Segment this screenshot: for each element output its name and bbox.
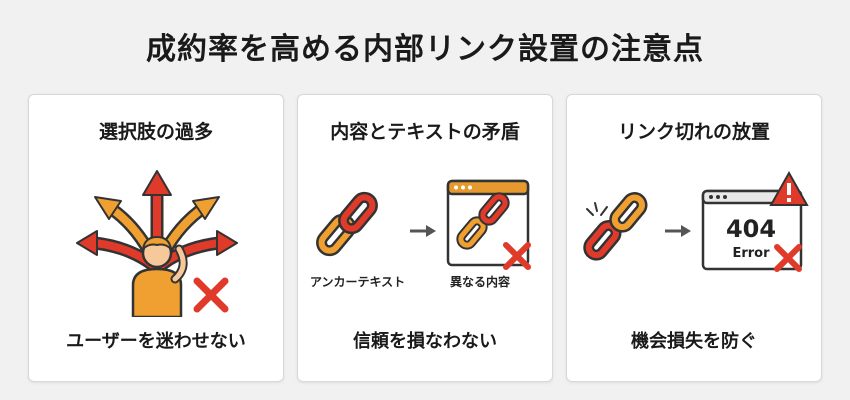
card-title-choice-overload: 選択肢の過多 [98,121,213,143]
error-code-text: 404 [726,215,776,243]
red-x-icon [193,277,229,313]
mismatch-illustration [316,179,531,270]
error-label-text: Error [732,246,770,261]
red-x-icon [774,244,802,272]
card-broken-link: リンク切れの放置 404 Error [566,94,822,382]
page-title: 成約率を高める内部リンク設置の注意点 [146,32,704,67]
card-content-mismatch: 内容とテキストの矛盾 [297,94,553,382]
card-title-broken-link: リンク切れの放置 [617,121,770,143]
broken-link-illustration: 404 Error [583,170,809,272]
card-footer-content-mismatch: 信頼を損なわない [353,331,497,352]
chain-link-icon [316,191,378,257]
card-choice-overload: 選択肢の過多 [28,94,284,382]
warning-triangle-icon [769,170,809,206]
arrow-right-icon [665,225,691,237]
card-title-content-mismatch: 内容とテキストの矛盾 [330,121,520,143]
confused-person-illustration [76,170,238,317]
broken-chain-icon [583,192,648,261]
red-x-icon [503,242,531,270]
caption-anchor-text: アンカーテキスト [310,275,406,289]
confused-person-icon [131,235,188,317]
card-footer-choice-overload: ユーザーを迷わせない [66,331,246,352]
caption-different-content: 異なる内容 [450,275,511,289]
arrow-right-icon [410,225,436,237]
card-footer-broken-link: 機会損失を防ぐ [631,331,757,352]
